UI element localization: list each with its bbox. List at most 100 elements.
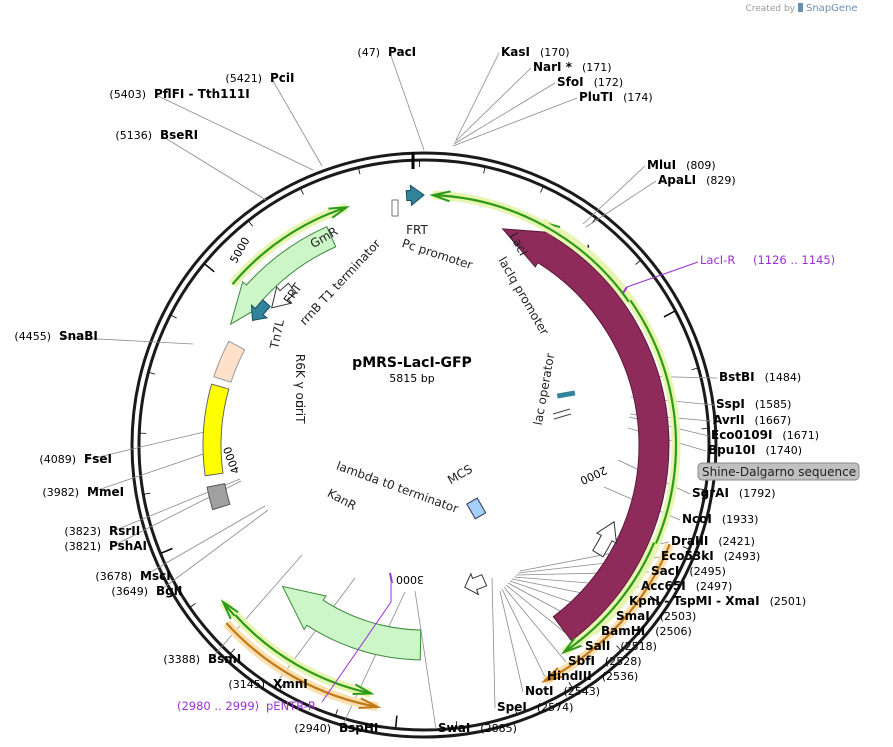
site-pos-avrii: (1667) bbox=[755, 414, 792, 427]
site-bsphi[interactable]: BspHI (2940) bbox=[294, 721, 378, 735]
site-bpu10i[interactable]: Bpu10I(1740) bbox=[708, 443, 802, 457]
site-leader-nari bbox=[454, 67, 532, 143]
shine-dalgarno-badge[interactable]: Shine-Dalgarno sequence bbox=[697, 462, 860, 481]
site-kasi[interactable]: KasI(170) bbox=[501, 45, 570, 59]
site-pos-kasi: (170) bbox=[540, 46, 570, 59]
plasmid-name: pMRS-LacI-GFP bbox=[352, 355, 472, 371]
site-pos-mlui: (809) bbox=[686, 159, 716, 172]
site-leader-sbfi bbox=[503, 586, 567, 663]
site-pos-rsrii: (3823) bbox=[64, 525, 101, 538]
site-sfoi[interactable]: SfoI(172) bbox=[557, 75, 623, 89]
site-kpni-tspmi-xmai[interactable]: KpnI - TspMI - XmaI(2501) bbox=[629, 594, 806, 608]
site-mlui[interactable]: MluI(809) bbox=[647, 158, 716, 172]
site-leader-apali bbox=[585, 180, 657, 228]
site-pluti[interactable]: PluTI(174) bbox=[579, 90, 653, 104]
minor-tick bbox=[171, 314, 177, 319]
feature-label-pc-promoter: Pc promoter bbox=[400, 236, 474, 272]
site-paci[interactable]: PacI(47) bbox=[357, 45, 416, 59]
site-pos-mmei: (3982) bbox=[42, 486, 79, 499]
site-swai[interactable]: SwaI(2885) bbox=[438, 721, 517, 735]
site-leader-sfoi bbox=[453, 82, 556, 145]
site-saci[interactable]: SacI(2495) bbox=[651, 564, 726, 578]
site-pos-swai: (2885) bbox=[480, 722, 517, 735]
site-fsei[interactable]: FseI(4089) bbox=[39, 452, 112, 466]
site-name-eco53ki: Eco53kI bbox=[661, 549, 714, 563]
site-pos-pcii: (5421) bbox=[225, 72, 262, 85]
site-name-smai: SmaI bbox=[616, 609, 650, 623]
site-xmni[interactable]: XmnI (3145) bbox=[228, 677, 307, 691]
minor-tick bbox=[616, 645, 621, 651]
rrnb-t1-arrow bbox=[270, 282, 297, 309]
site-msci[interactable]: MscI(3678) bbox=[95, 569, 170, 583]
site-name-bpu10i: Bpu10I bbox=[708, 443, 755, 457]
site-name-xmni: XmnI bbox=[273, 677, 308, 691]
site-sspi[interactable]: SspI(1585) bbox=[716, 397, 791, 411]
site-pos-bamhi: (2506) bbox=[655, 625, 692, 638]
site-name-spei: SpeI bbox=[497, 700, 527, 714]
primer-laci-r-name: LacI-R bbox=[700, 253, 735, 267]
site-pos-bseri: (5136) bbox=[115, 129, 152, 142]
site-bamhi[interactable]: BamHI(2506) bbox=[601, 624, 692, 638]
primer-laci-r[interactable]: LacI-R(1126 .. 1145) bbox=[700, 253, 835, 267]
site-name-rsrii: RsrII bbox=[109, 524, 140, 538]
site-pos-xmni: (3145) bbox=[228, 678, 265, 691]
site-eco0109i[interactable]: Eco0109I(1671) bbox=[711, 428, 819, 442]
site-pos-bsphi: (2940) bbox=[294, 722, 331, 735]
primer-arrow-x-head bbox=[220, 599, 239, 620]
site-hindiii[interactable]: HindIII(2536) bbox=[547, 669, 638, 683]
site-bstbi[interactable]: BstBI(1484) bbox=[719, 370, 801, 384]
site-pshai[interactable]: PshAI(3821) bbox=[64, 539, 147, 553]
site-leader-bgli bbox=[157, 509, 269, 593]
site-draiii[interactable]: DraIII(2421) bbox=[671, 534, 755, 548]
primer-arrow-bottom bbox=[234, 614, 372, 695]
site-bseri[interactable]: BseRI(5136) bbox=[115, 128, 198, 142]
feature-label-tn7l: Tn7L bbox=[267, 318, 287, 351]
minor-tick bbox=[248, 221, 253, 227]
site-avrii[interactable]: AvrII(1667) bbox=[713, 413, 791, 427]
site-apali[interactable]: ApaLI(829) bbox=[658, 173, 736, 187]
site-sali[interactable]: SalI(2518) bbox=[585, 639, 657, 653]
minor-tick bbox=[335, 709, 338, 716]
minor-tick bbox=[279, 684, 284, 690]
site-name-bsmi: BsmI bbox=[208, 652, 241, 666]
site-leader-noti bbox=[499, 590, 524, 693]
credit-prefix: Created by bbox=[745, 4, 795, 14]
site-pos-pluti: (174) bbox=[623, 91, 653, 104]
feature-label-laciq-promoter: lacIq promoter bbox=[495, 254, 551, 337]
primer-pentr-r[interactable]: (2980 .. 2999)pENTR-R bbox=[177, 699, 316, 713]
site-name-eco0109i: Eco0109I bbox=[711, 428, 772, 442]
site-pos-snabi: (4455) bbox=[14, 330, 51, 343]
site-nari[interactable]: NarI * (171) bbox=[533, 60, 612, 74]
site-pos-apali: (829) bbox=[706, 174, 736, 187]
primer-arrow-left-top bbox=[231, 206, 348, 286]
site-pcii[interactable]: PciI (5421) bbox=[225, 71, 294, 85]
site-leader-kasi bbox=[455, 52, 500, 141]
site-name-pcii: PciI bbox=[270, 71, 295, 85]
site-snabi[interactable]: SnaBI(4455) bbox=[14, 329, 97, 343]
site-pos-eco53ki: (2493) bbox=[724, 550, 761, 563]
site-pos-smai: (2503) bbox=[660, 610, 697, 623]
site-spei[interactable]: SpeI(2574) bbox=[497, 700, 573, 714]
site-rsrii[interactable]: RsrII (3823) bbox=[64, 524, 140, 538]
site-sgrai[interactable]: SgrAI(1792) bbox=[692, 486, 775, 500]
site-pflfi-tth111i[interactable]: PflFI - Tth111I(5403) bbox=[109, 87, 249, 101]
site-pos-nari: (171) bbox=[582, 61, 612, 74]
site-noti[interactable]: NotI(2543) bbox=[525, 684, 600, 698]
site-bgli[interactable]: BglI(3649) bbox=[111, 584, 182, 598]
site-name-bsphi: BspHI bbox=[339, 721, 378, 735]
minor-tick bbox=[698, 488, 705, 491]
site-acc65i[interactable]: Acc65I(2497) bbox=[641, 579, 732, 593]
site-name-nari: NarI * bbox=[533, 60, 573, 74]
site-sbfi[interactable]: SbfI(2528) bbox=[568, 654, 642, 668]
site-pos-msci: (3678) bbox=[95, 570, 132, 583]
frt-top-arrow bbox=[405, 184, 425, 207]
site-smai[interactable]: SmaI (2503) bbox=[616, 609, 696, 623]
mcs-arrow bbox=[464, 572, 488, 596]
site-mmei[interactable]: MmeI(3982) bbox=[42, 485, 124, 499]
site-ncoi[interactable]: NcoI(1933) bbox=[682, 512, 758, 526]
tick-label-2000: 2000 bbox=[578, 463, 609, 487]
site-bsmi[interactable]: BsmI(3388) bbox=[163, 652, 241, 666]
site-eco53ki[interactable]: Eco53kI (2493) bbox=[661, 549, 760, 563]
mcs-box bbox=[466, 497, 487, 520]
laci-r-leader bbox=[626, 261, 699, 288]
